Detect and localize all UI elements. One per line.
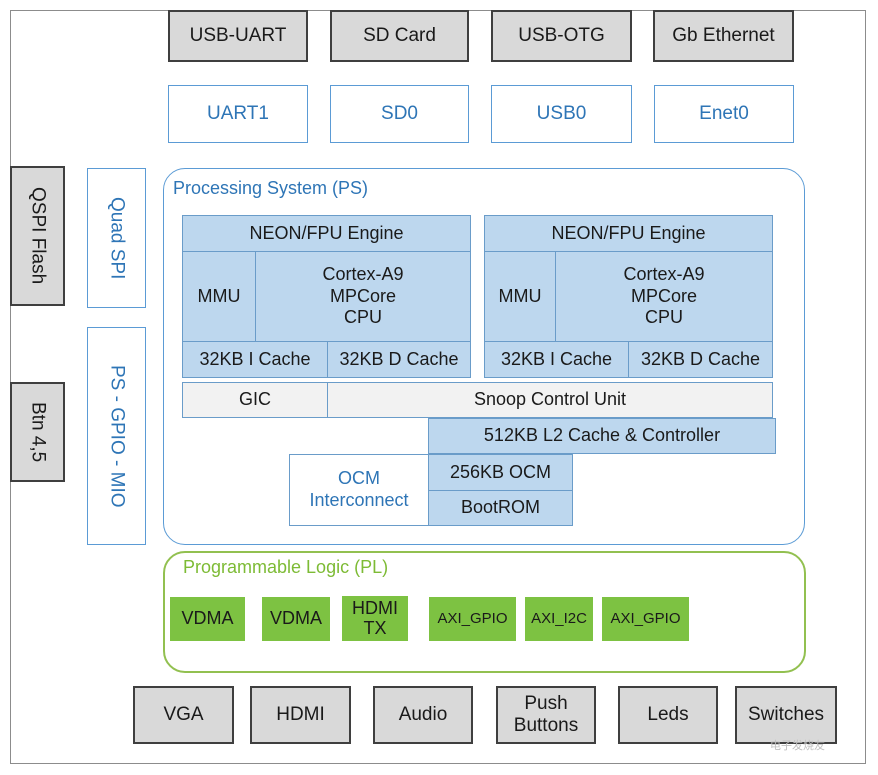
pl-title: Programmable Logic (PL) xyxy=(183,557,389,577)
controller-usb0: USB0 xyxy=(491,85,632,143)
core1-neon-fpu: NEON/FPU Engine xyxy=(182,215,471,252)
ps-title: Processing System (PS) xyxy=(173,178,369,198)
core1-icache: 32KB I Cache xyxy=(182,341,328,378)
core1-mmu: MMU xyxy=(182,251,256,342)
core1-dcache: 32KB D Cache xyxy=(327,341,471,378)
connector-sd-card: SD Card xyxy=(330,10,469,62)
bootrom-block: BootROM xyxy=(428,490,573,526)
ocm-interconnect: OCM Interconnect xyxy=(289,454,429,526)
controller-enet0: Enet0 xyxy=(654,85,794,143)
pl-block-vdma-1: VDMA xyxy=(170,597,245,641)
core2-neon-fpu: NEON/FPU Engine xyxy=(484,215,773,252)
gpio-mio-label: PS - GPIO - MIO xyxy=(106,364,128,508)
pl-block-axi-gpio-1: AXI_GPIO xyxy=(429,597,516,641)
processing-system-region xyxy=(163,168,805,545)
controller-sd0: SD0 xyxy=(330,85,469,143)
peripheral-leds: Leds xyxy=(618,686,718,744)
core2-mmu: MMU xyxy=(484,251,556,342)
peripheral-switches: Switches xyxy=(735,686,837,744)
qspi-flash-box: QSPI Flash xyxy=(10,166,65,306)
quad-spi-label: Quad SPI xyxy=(106,196,128,280)
peripheral-hdmi: HDMI xyxy=(250,686,351,744)
pl-block-axi-i2c: AXI_I2C xyxy=(525,597,593,641)
gpio-mio-box: PS - GPIO - MIO xyxy=(87,327,146,545)
core1-cpu: Cortex-A9 MPCore CPU xyxy=(255,251,471,342)
pl-block-hdmi-tx: HDMI TX xyxy=(342,596,408,641)
connector-usb-otg: USB-OTG xyxy=(491,10,632,62)
core2-dcache: 32KB D Cache xyxy=(628,341,773,378)
core2-icache: 32KB I Cache xyxy=(484,341,629,378)
pl-block-vdma-2: VDMA xyxy=(262,597,330,641)
pl-block-axi-gpio-2: AXI_GPIO xyxy=(602,597,689,641)
watermark: 电子发烧友 xyxy=(770,740,825,752)
peripheral-push-buttons: Push Buttons xyxy=(496,686,596,744)
peripheral-audio: Audio xyxy=(373,686,473,744)
snoop-control-unit: Snoop Control Unit xyxy=(327,382,773,418)
core2-cpu: Cortex-A9 MPCore CPU xyxy=(555,251,773,342)
ocm-memory: 256KB OCM xyxy=(428,454,573,491)
gic-block: GIC xyxy=(182,382,328,418)
buttons-box: Btn 4,5 xyxy=(10,382,65,482)
quad-spi-box: Quad SPI xyxy=(87,168,146,308)
connector-gb-ethernet: Gb Ethernet xyxy=(653,10,794,62)
peripheral-vga: VGA xyxy=(133,686,234,744)
qspi-flash-label: QSPI Flash xyxy=(27,187,49,285)
controller-uart1: UART1 xyxy=(168,85,308,143)
programmable-logic-region xyxy=(163,551,806,673)
l2-cache-controller: 512KB L2 Cache & Controller xyxy=(428,418,776,454)
buttons-label: Btn 4,5 xyxy=(27,401,49,463)
connector-usb-uart: USB-UART xyxy=(168,10,308,62)
